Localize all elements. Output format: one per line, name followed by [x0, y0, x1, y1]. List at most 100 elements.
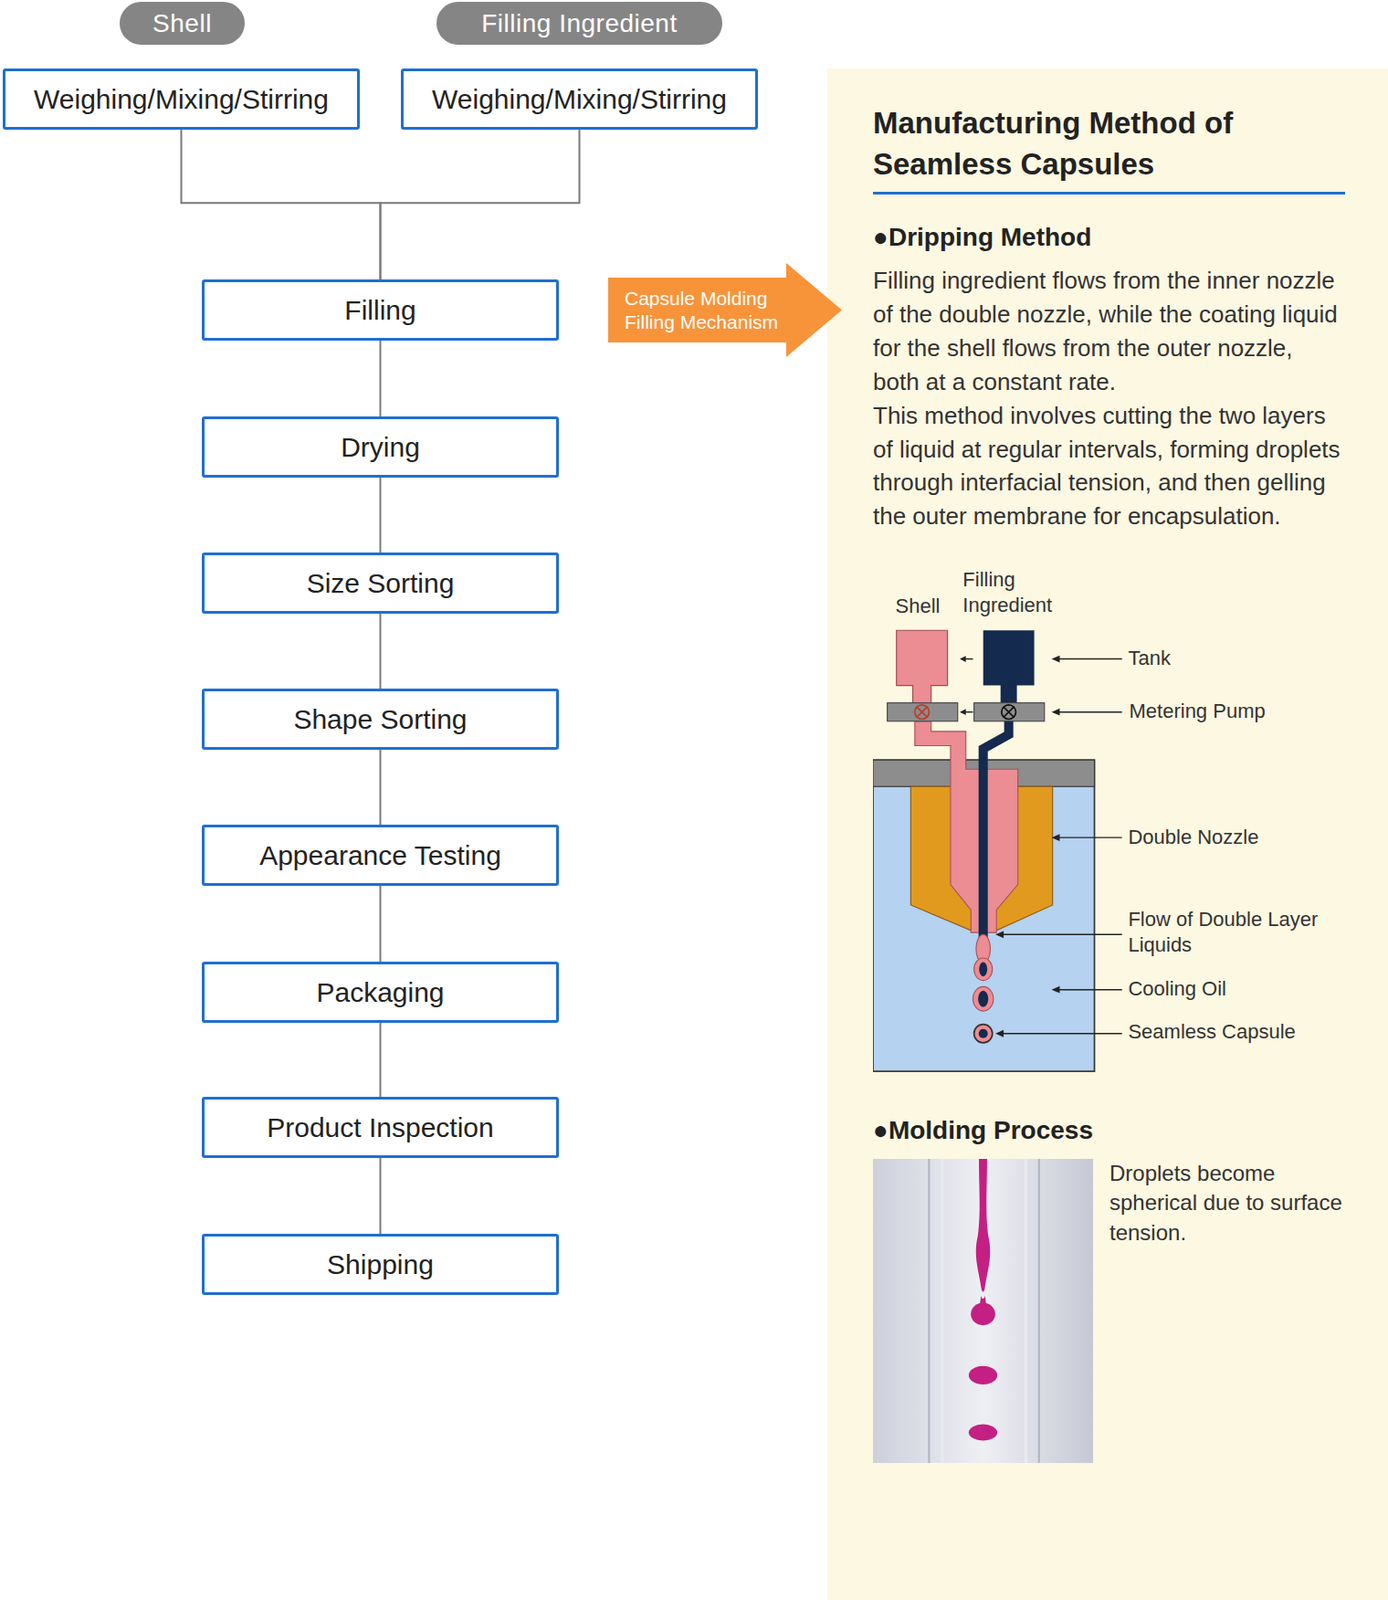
part-label: Seamless Capsule	[1127, 1019, 1295, 1045]
leader-line	[1057, 837, 1122, 839]
leader-arrow	[1051, 655, 1061, 663]
pump-symbol	[916, 706, 927, 717]
node-text: Size Sorting	[306, 567, 455, 600]
droplet	[968, 1366, 998, 1385]
liquid-stream	[976, 1158, 990, 1293]
info-panel: Manufacturing Method of Seamless Capsule…	[827, 68, 1388, 1600]
node-text: Shipping	[326, 1249, 434, 1281]
flow-connector	[379, 1022, 382, 1097]
arrow-shape	[608, 262, 842, 358]
leader-line	[1057, 658, 1122, 660]
part-label: Cooling Oil	[1127, 976, 1227, 1002]
arrow-shape	[608, 262, 842, 358]
process-box: Product Inspection	[201, 1096, 559, 1158]
leader-arrow	[1051, 833, 1061, 842]
droplet	[968, 1423, 998, 1441]
leader-arrow	[959, 709, 967, 716]
panel-head: ●Dripping Method	[872, 221, 1352, 253]
filling-liquid-flow	[983, 721, 1010, 951]
leader-line	[1001, 1032, 1123, 1034]
leader-arrow	[1051, 986, 1061, 994]
pump-symbol	[914, 704, 930, 720]
node-text: Product Inspection	[266, 1112, 494, 1144]
molding-photo	[872, 1158, 1094, 1463]
capsule-core	[978, 1029, 989, 1039]
flow-connector	[380, 129, 580, 280]
flow-connector	[379, 1157, 382, 1234]
tube-wall	[1024, 1158, 1028, 1463]
flow-connector	[379, 477, 382, 553]
process-box: Weighing/Mixing/Stirring	[400, 68, 758, 130]
photo-background	[872, 1158, 1094, 1463]
flow-connector	[379, 885, 382, 962]
filling-tank	[983, 630, 1035, 707]
leader-line	[1057, 711, 1122, 713]
callout-arrow: Capsule Molding Filling Mechanism	[608, 262, 842, 358]
flow-connector	[379, 613, 382, 689]
metering-pump	[974, 703, 1045, 722]
leader-line	[1001, 934, 1123, 936]
leader-arrow	[959, 655, 967, 663]
part-label: Tank	[1127, 645, 1170, 672]
panel-para: Filling ingredient flows from the inner …	[872, 263, 1346, 400]
part-label: Double Nozzle	[1127, 824, 1259, 851]
process-box: Appearance Testing	[201, 824, 559, 886]
nozzle-illustration	[872, 567, 1359, 1079]
tube-wall	[940, 1158, 944, 1463]
molding-photo-image	[872, 1158, 1094, 1463]
leader-arrow	[995, 1030, 1004, 1038]
shell-liquid-channel	[914, 721, 1019, 933]
tube-wall	[927, 1158, 930, 1463]
photo-row: Droplets become spherical due to surface…	[872, 1158, 1352, 1463]
part-label: Flow of Double Layer Liquids	[1127, 906, 1357, 957]
tube-wall	[1038, 1158, 1041, 1463]
node-text: Filling	[344, 294, 416, 326]
process-box: Packaging	[201, 961, 559, 1023]
flow-connector	[379, 340, 382, 417]
droplet	[973, 987, 994, 1012]
panel-para: This method involves cutting the two lay…	[872, 399, 1346, 535]
droplet-core	[977, 990, 989, 1008]
nozzle-illustration-area: Shell Filling IngredientTankMetering Pump…	[872, 567, 1359, 1079]
droplet-core	[978, 962, 988, 978]
node-text: Shape Sorting	[293, 704, 467, 736]
flow-connector	[379, 749, 382, 825]
process-box: Drying	[201, 416, 559, 478]
part-label: Shell	[895, 593, 941, 620]
flow-connector	[181, 129, 381, 280]
panel-title: Manufacturing Method of Seamless Capsule…	[872, 102, 1346, 185]
leader-line	[965, 711, 974, 713]
process-box: Size Sorting	[201, 552, 559, 614]
category-pill: Filling Ingredient	[436, 1, 723, 45]
node-text: Filling Ingredient	[481, 9, 677, 39]
leader-line	[1057, 988, 1122, 990]
pump-symbol	[1003, 706, 1014, 717]
panel-cap: Droplets become spherical due to surface…	[1109, 1158, 1346, 1248]
process-box: Shape Sorting	[201, 688, 559, 750]
process-box: Filling	[201, 279, 559, 341]
node-text: Weighing/Mixing/Stirring	[431, 84, 727, 116]
node-text: Capsule Molding Filling Mechanism	[624, 286, 789, 334]
part-label: Filling Ingredient	[962, 567, 1073, 618]
droplet	[970, 1302, 996, 1325]
leader-arrow	[1051, 708, 1061, 716]
node-text: Shell	[152, 9, 212, 39]
pump-symbol	[1001, 704, 1017, 720]
droplet-tail	[979, 1295, 987, 1304]
node-text: Packaging	[315, 977, 444, 1009]
panel-head: ●Molding Process	[872, 1114, 1352, 1147]
metering-pump	[887, 703, 958, 722]
category-pill: Shell	[119, 1, 245, 45]
node-text: Drying	[340, 431, 421, 463]
leader-line	[965, 658, 974, 660]
shell-tank	[896, 630, 948, 707]
part-label: Metering Pump	[1129, 698, 1266, 725]
process-box: Weighing/Mixing/Stirring	[2, 68, 360, 130]
process-box: Shipping	[201, 1233, 559, 1295]
title-rule	[872, 191, 1346, 195]
node-text: Appearance Testing	[259, 840, 502, 872]
droplet	[974, 957, 993, 981]
node-text: Weighing/Mixing/Stirring	[33, 84, 329, 116]
seamless-capsule	[974, 1024, 993, 1043]
